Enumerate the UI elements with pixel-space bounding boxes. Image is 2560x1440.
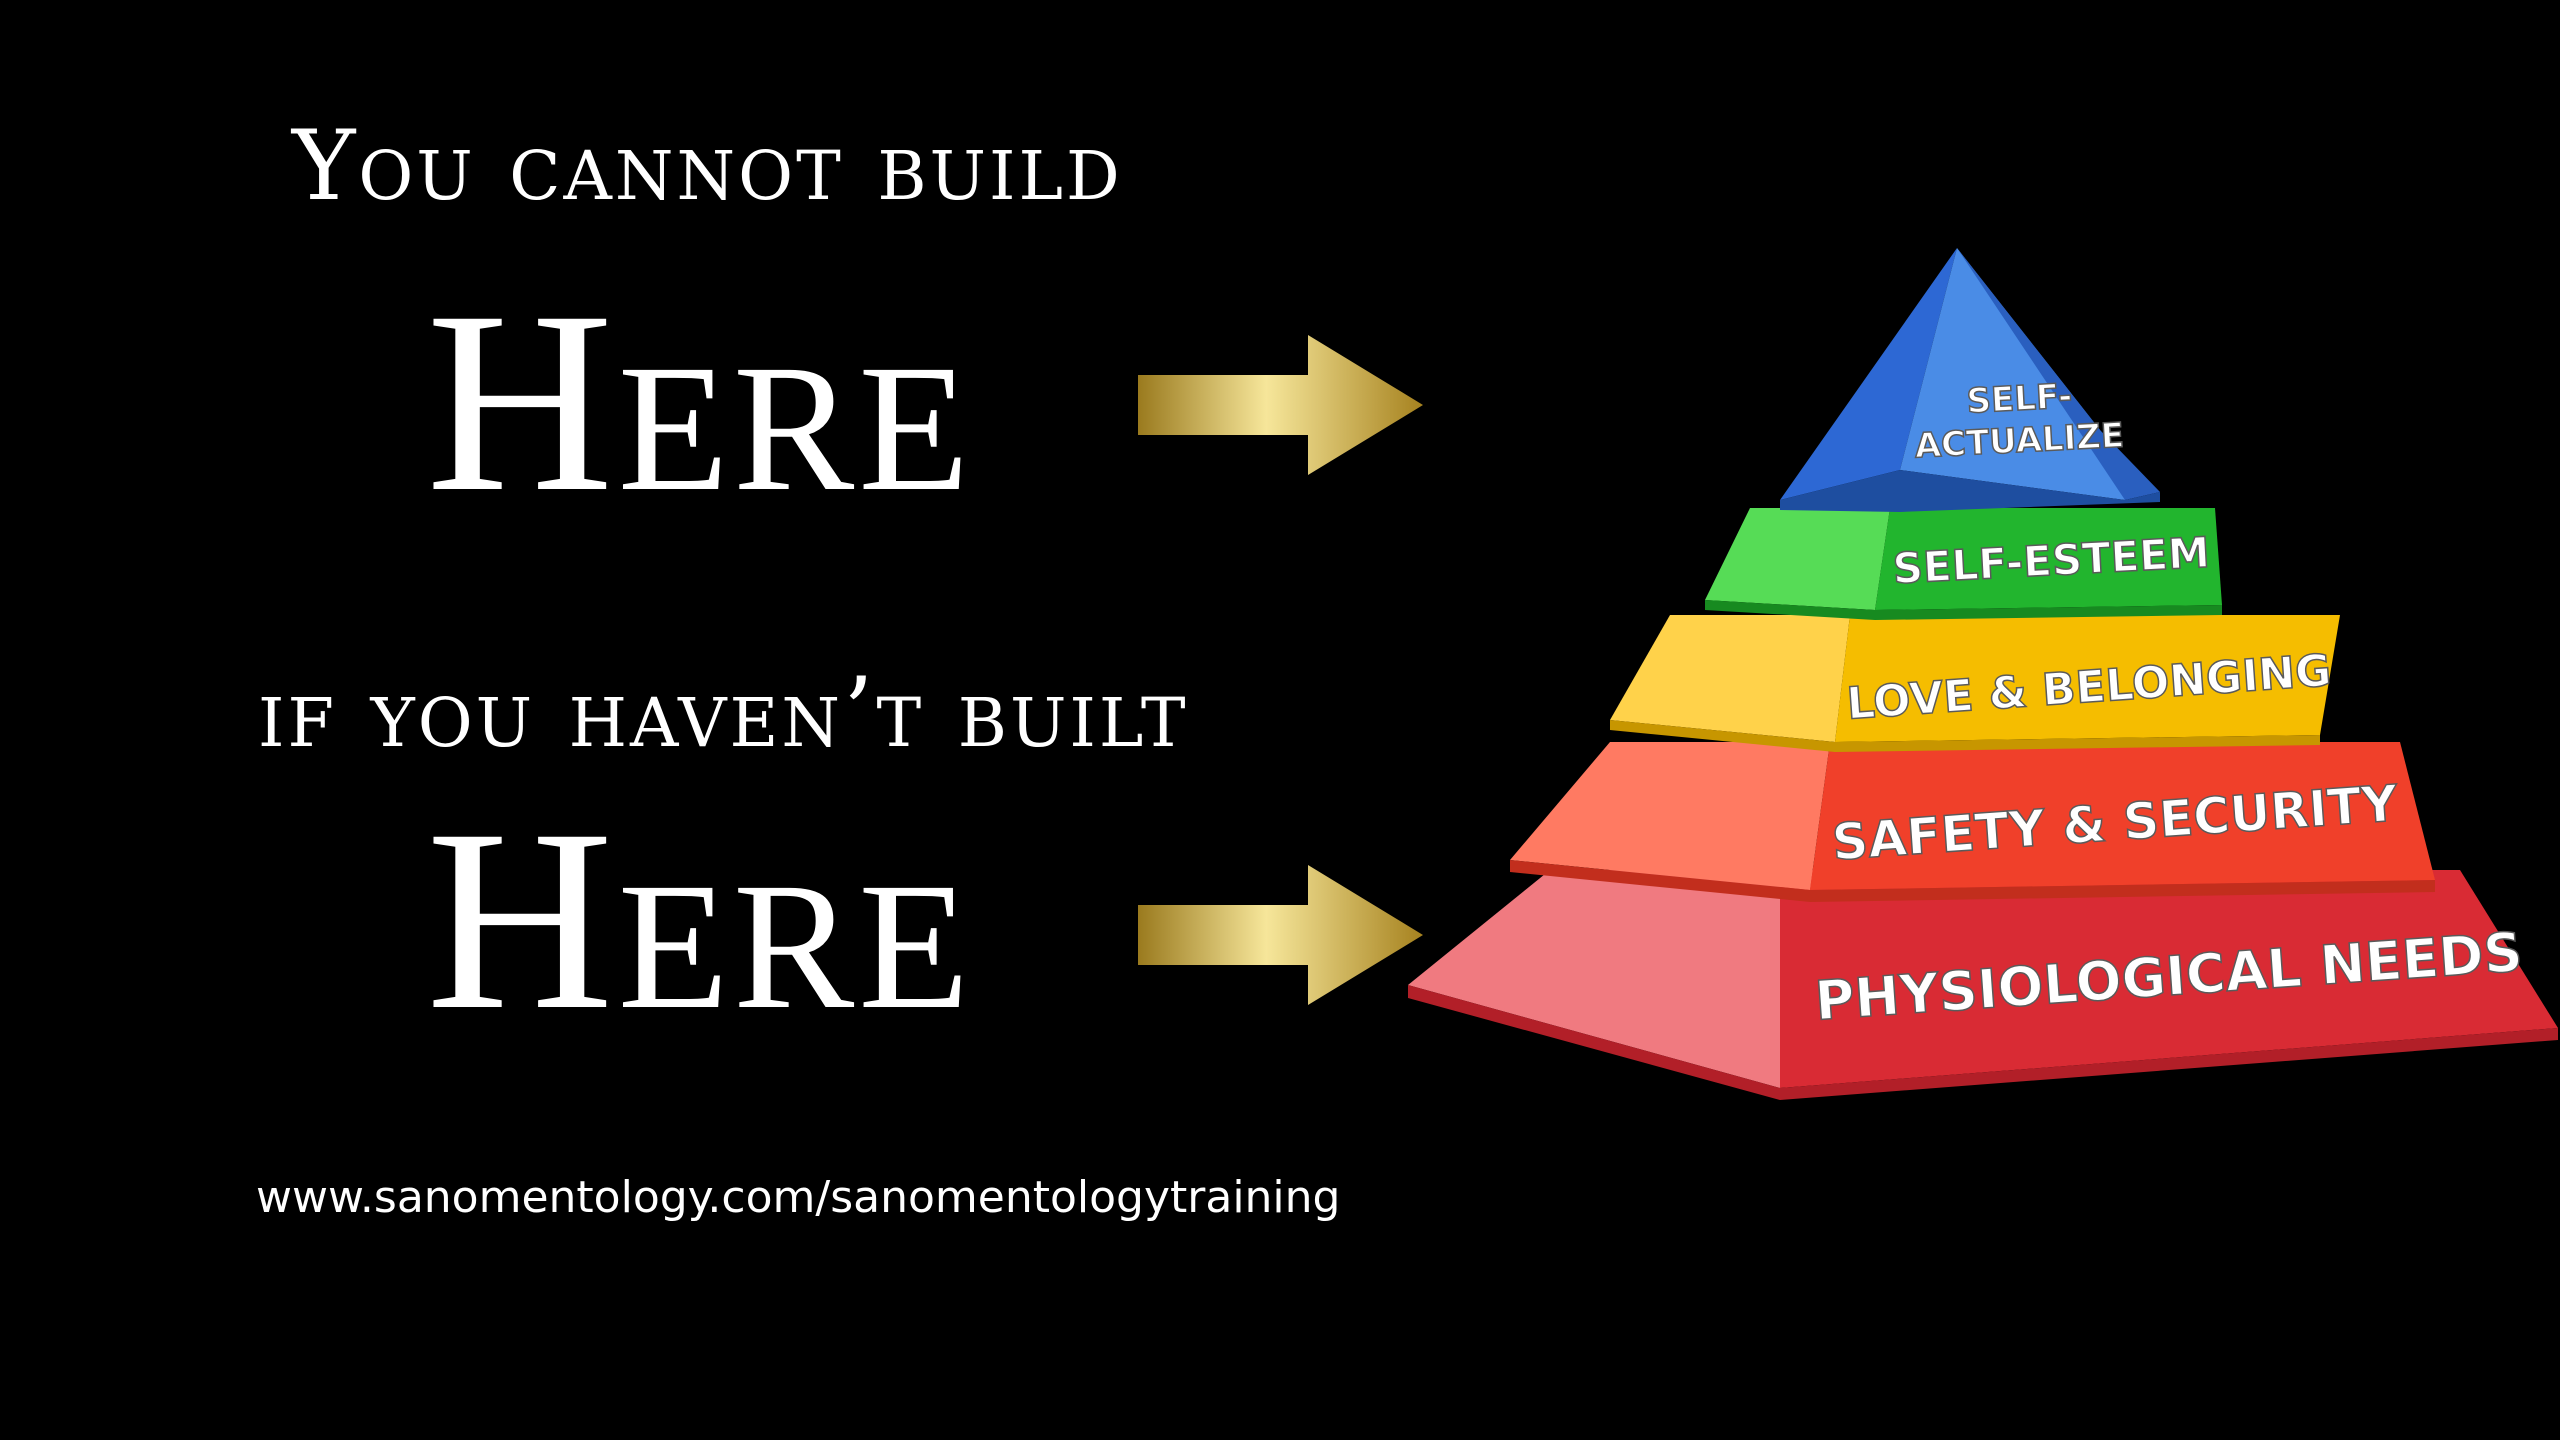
- headline-line-1: You cannot build: [292, 110, 1123, 222]
- maslow-pyramid: PHYSIOLOGICAL NEEDS SAFETY & SECURITY LO…: [1408, 248, 2558, 1100]
- headline-line-2: if you haven’t built: [258, 657, 1189, 769]
- gold-arrow-bottom-icon: [1138, 865, 1423, 1005]
- headline-here-top: Here: [426, 258, 974, 546]
- headline-here-bottom: Here: [426, 776, 974, 1064]
- pyramid-tier-love: LOVE & BELONGING: [1610, 615, 2340, 752]
- website-url[interactable]: www.sanomentology.com/sanomentologytrain…: [256, 1172, 1341, 1223]
- pyramid-tier-physiological: PHYSIOLOGICAL NEEDS: [1408, 870, 2558, 1100]
- pyramid-tier-esteem: SELF-ESTEEM: [1705, 508, 2222, 620]
- pyramid-tier-safety: SAFETY & SECURITY: [1510, 742, 2435, 902]
- tier-label-actualize-1: SELF-: [1966, 376, 2074, 421]
- pyramid-tier-actualize: SELF- ACTUALIZE: [1780, 248, 2160, 512]
- gold-arrow-top-icon: [1138, 335, 1423, 475]
